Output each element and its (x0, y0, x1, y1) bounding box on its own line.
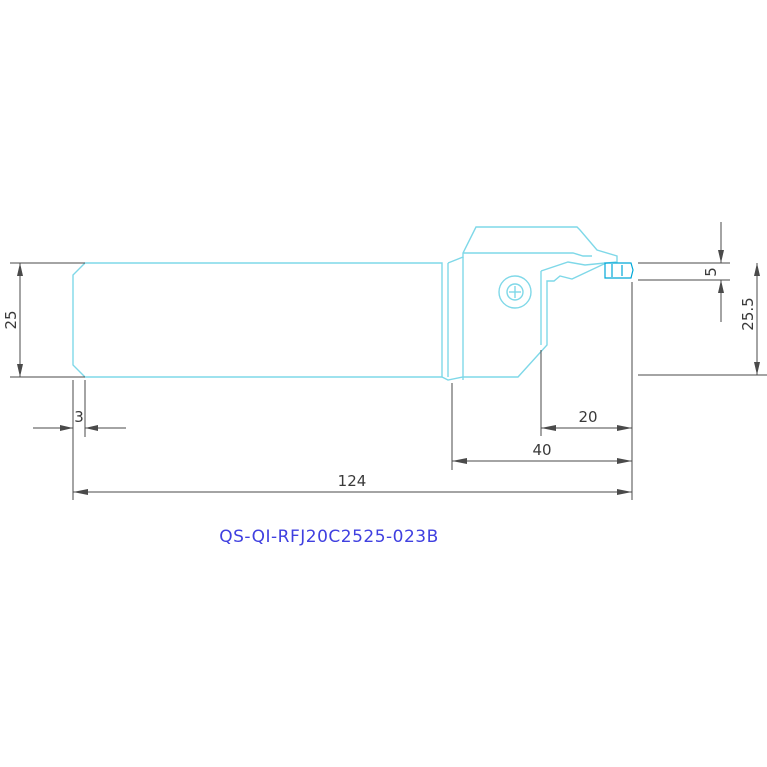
clamp-slot (540, 261, 606, 272)
clamp-screw-inner (506, 283, 524, 301)
dimension-cutting-height: 25.5 (638, 263, 767, 376)
reach-label: 20 (578, 408, 597, 426)
dimension-insert-width: 5 (638, 222, 730, 322)
head-length-label: 40 (532, 441, 551, 459)
cutting-height-label: 25.5 (739, 297, 757, 330)
chamfer-label: 3 (74, 408, 84, 426)
dimension-reach: 20 (540, 282, 633, 436)
head-outline (441, 226, 618, 381)
dimension-shank-height: 25 (2, 262, 85, 378)
dimension-overall-length: 124 (73, 375, 633, 500)
overall-length-label: 124 (338, 472, 367, 490)
insert-width-label: 5 (702, 267, 720, 277)
tool-holder-outline (72, 226, 618, 381)
clamp-screw-outer (498, 275, 532, 309)
insert (604, 262, 634, 279)
insert-outline (604, 262, 634, 279)
shank-height-label: 25 (2, 310, 20, 329)
shank-outline (72, 262, 443, 378)
dimension-chamfer: 3 (33, 380, 126, 500)
head-top-step (463, 252, 592, 257)
part-code: QS-QI-RFJ20C2525-023B (219, 527, 439, 547)
dimension-head-length: 40 (451, 383, 632, 470)
